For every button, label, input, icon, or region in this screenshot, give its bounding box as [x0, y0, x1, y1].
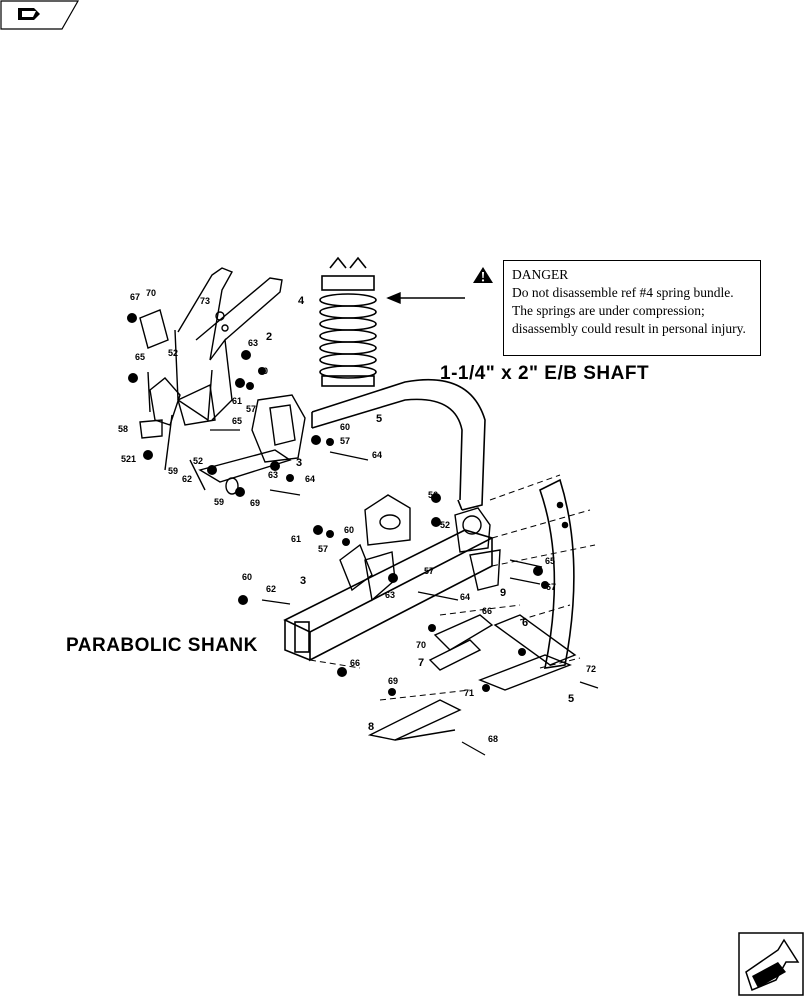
- svg-text:58: 58: [118, 424, 128, 434]
- point-wing: [478, 614, 577, 691]
- svg-text:70: 70: [146, 288, 156, 298]
- parabolic-shank: [539, 478, 575, 669]
- svg-text:64: 64: [305, 474, 315, 484]
- svg-text:63: 63: [385, 590, 395, 600]
- eb-shaft: [311, 378, 486, 511]
- svg-text:72: 72: [586, 664, 596, 674]
- svg-text:57: 57: [318, 544, 328, 554]
- mounting-bracket: [174, 267, 283, 426]
- warning-triangle-icon: [473, 267, 493, 283]
- svg-text:67: 67: [546, 582, 556, 592]
- svg-text:57: 57: [246, 404, 256, 414]
- svg-text:5: 5: [568, 693, 574, 705]
- svg-text:65: 65: [232, 416, 242, 426]
- pivot-arm: [189, 449, 292, 495]
- svg-text:62: 62: [266, 584, 276, 594]
- svg-text:2: 2: [266, 331, 272, 343]
- svg-text:63: 63: [248, 338, 258, 348]
- svg-text:56: 56: [428, 490, 438, 500]
- svg-text:66: 66: [482, 606, 492, 616]
- svg-text:69: 69: [388, 676, 398, 686]
- svg-text:64: 64: [372, 450, 382, 460]
- svg-text:69: 69: [250, 498, 260, 508]
- svg-text:67: 67: [130, 292, 140, 302]
- svg-text:52: 52: [168, 348, 178, 358]
- svg-text:60: 60: [344, 525, 354, 535]
- svg-text:68: 68: [488, 734, 498, 744]
- svg-text:73: 73: [200, 296, 210, 306]
- svg-text:3: 3: [296, 457, 302, 469]
- sweep: [367, 699, 462, 741]
- mount-block: [364, 494, 491, 553]
- back-to-index-icon[interactable]: [0, 0, 80, 30]
- danger-notice: DANGER Do not disassemble ref #4 spring …: [503, 260, 761, 356]
- shin-plate: [428, 614, 494, 671]
- svg-text:66: 66: [350, 658, 360, 668]
- svg-text:57: 57: [340, 436, 350, 446]
- svg-text:60: 60: [242, 572, 252, 582]
- svg-text:8: 8: [368, 721, 374, 733]
- svg-text:4: 4: [298, 295, 305, 307]
- svg-text:9: 9: [500, 587, 506, 599]
- danger-message: Do not disassemble ref #4 spring bundle.…: [512, 285, 746, 336]
- svg-text:62: 62: [182, 474, 192, 484]
- svg-text:6: 6: [522, 617, 528, 629]
- svg-text:61: 61: [232, 396, 242, 406]
- spring-bundle: [319, 256, 377, 387]
- svg-text:59: 59: [168, 466, 178, 476]
- svg-text:52: 52: [440, 520, 450, 530]
- danger-title: DANGER: [512, 267, 569, 282]
- svg-text:60: 60: [340, 422, 350, 432]
- clamp-plates: [139, 309, 181, 471]
- svg-text:5: 5: [376, 413, 382, 425]
- svg-text:65: 65: [545, 556, 555, 566]
- bolts: [210, 429, 599, 756]
- svg-text:71: 71: [464, 688, 474, 698]
- shank-label: PARABOLIC SHANK: [66, 635, 258, 656]
- svg-text:7: 7: [418, 657, 424, 669]
- svg-text:57: 57: [424, 566, 434, 576]
- svg-text:59: 59: [214, 497, 224, 507]
- svg-text:64: 64: [460, 592, 470, 602]
- svg-text:65: 65: [135, 352, 145, 362]
- svg-text:70: 70: [416, 640, 426, 650]
- svg-text:60: 60: [258, 366, 268, 376]
- svg-text:52: 52: [193, 456, 203, 466]
- next-page-icon[interactable]: [738, 932, 804, 996]
- svg-text:63: 63: [268, 470, 278, 480]
- shaft-label: 1-1/4" x 2" E/B SHAFT: [440, 363, 650, 384]
- svg-text:61: 61: [291, 534, 301, 544]
- spring-housing: [251, 394, 306, 463]
- svg-text:3: 3: [300, 575, 306, 587]
- svg-text:521: 521: [121, 454, 136, 464]
